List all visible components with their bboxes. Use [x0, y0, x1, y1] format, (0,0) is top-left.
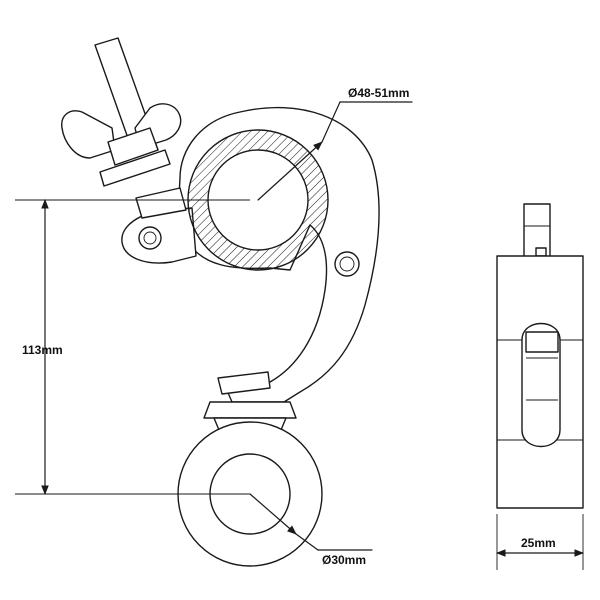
pivot-ear — [121, 187, 197, 264]
width-label: 25mm — [521, 536, 556, 550]
wing-bolt — [61, 37, 182, 187]
clamp-front-view — [61, 37, 380, 567]
clamp-side-view — [496, 203, 584, 509]
eye-diameter-label: Ø30mm — [322, 553, 366, 567]
rivet — [334, 251, 360, 277]
height-label: 113mm — [22, 343, 63, 357]
dimension-lines — [15, 101, 584, 570]
tube-diameter-label: Ø48-51mm — [348, 86, 409, 100]
